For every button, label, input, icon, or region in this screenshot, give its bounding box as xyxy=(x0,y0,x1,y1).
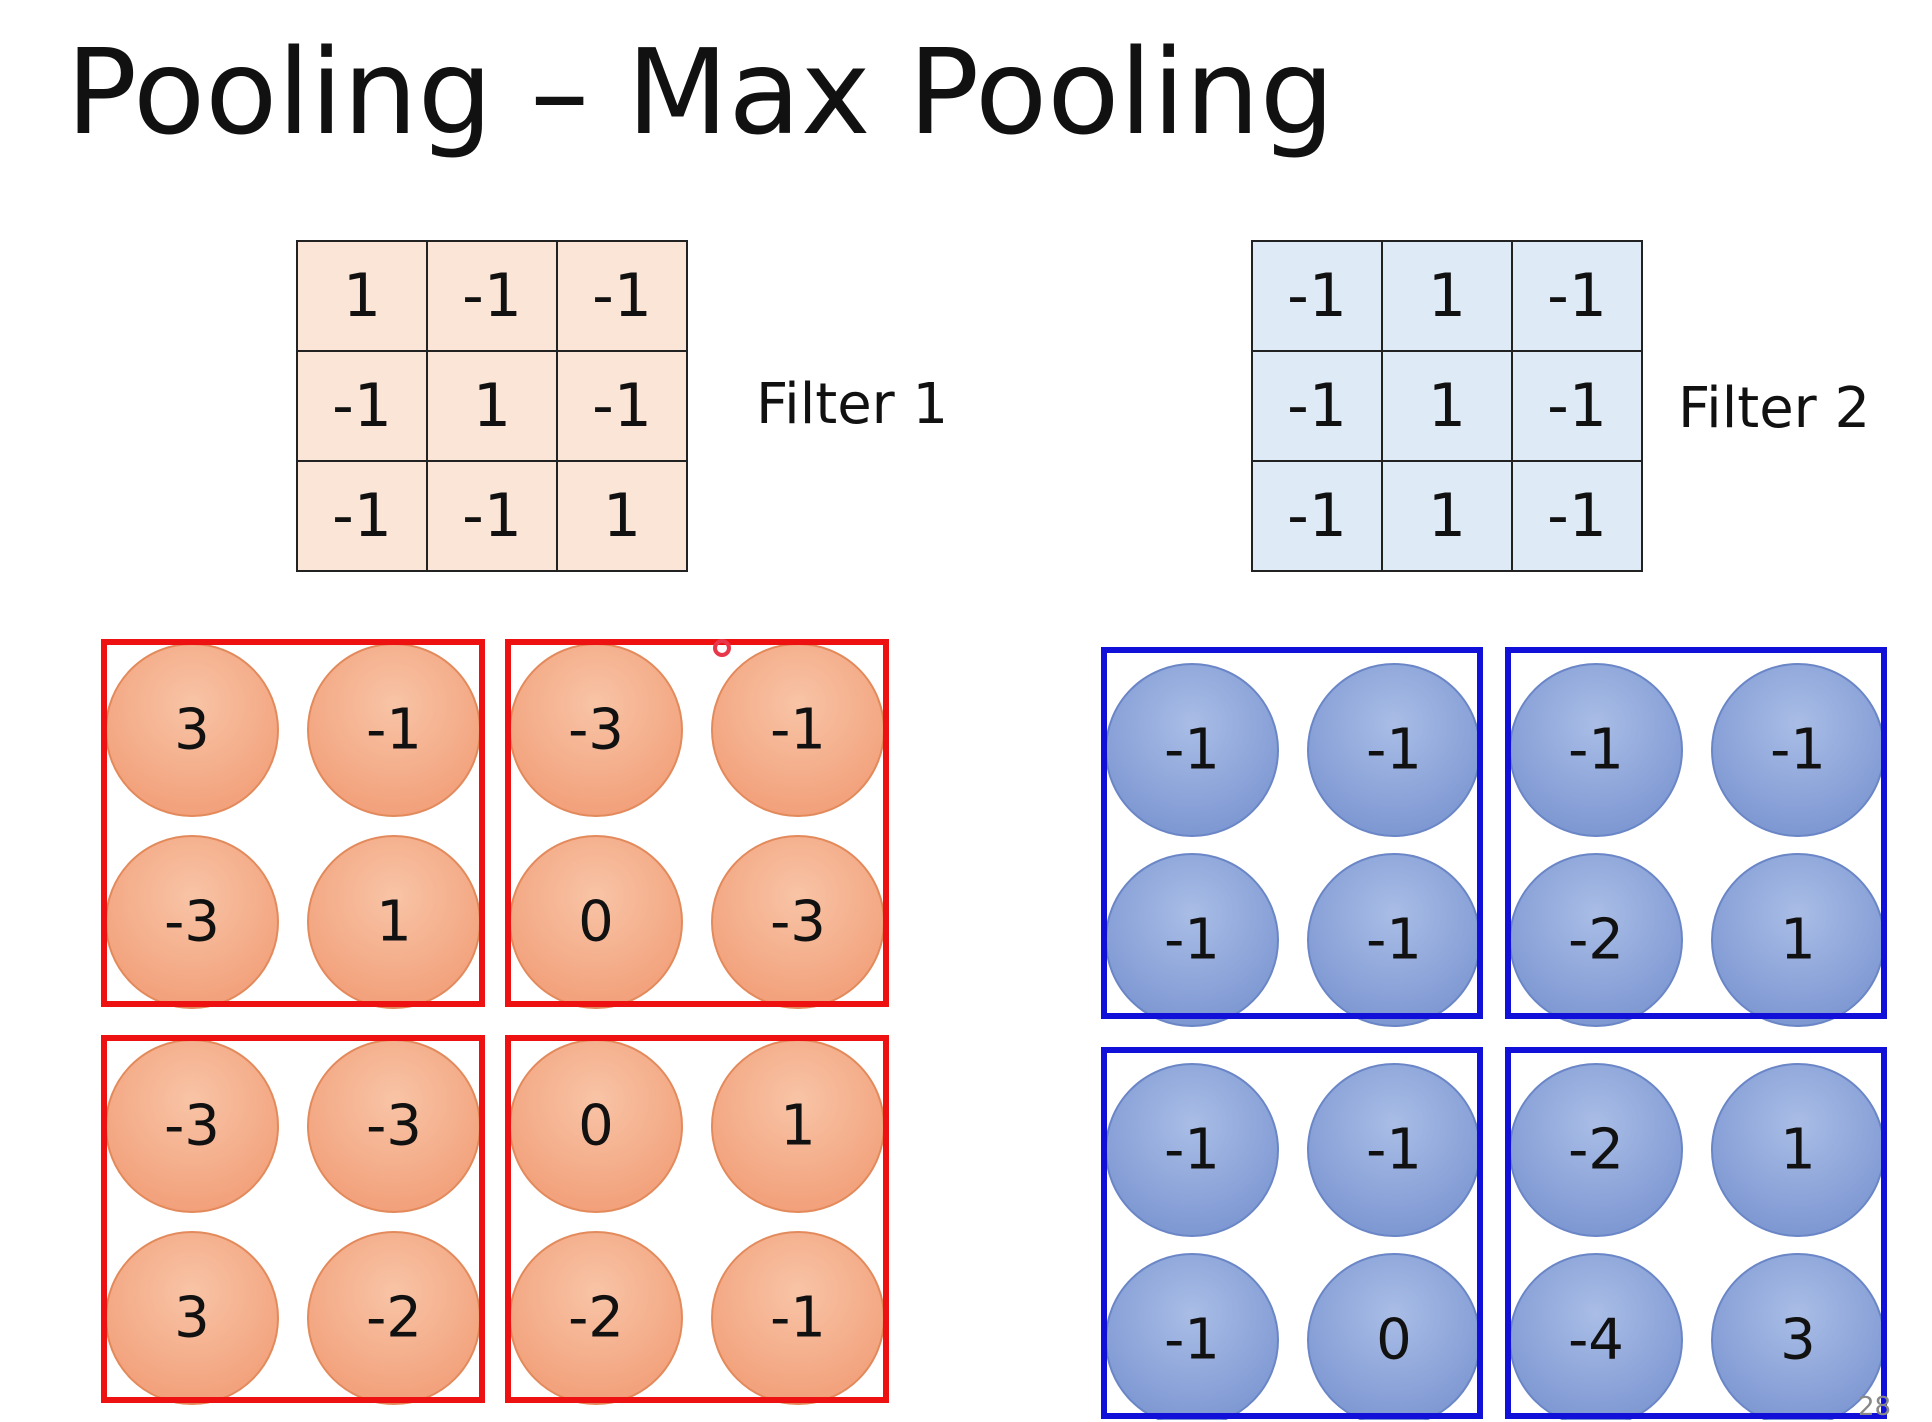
cursor-marker-icon xyxy=(713,639,731,657)
feature-map-filter-1: 3 -1 -3 1 -3 -1 0 -3 -3 -3 3 -2 0 1 -2 -1 xyxy=(101,639,889,1405)
feature-value: -3 xyxy=(770,890,826,955)
filter-2-cell: 1 xyxy=(1381,460,1513,572)
filter-1-matrix: 1 -1 -1 -1 1 -1 -1 -1 1 xyxy=(296,240,688,572)
filter-2-cell: 1 xyxy=(1381,240,1513,352)
feature-value: -1 xyxy=(1366,908,1422,973)
filter-1-cell: -1 xyxy=(296,350,428,462)
pooling-window xyxy=(1101,647,1483,1019)
feature-value: -2 xyxy=(1568,908,1624,973)
filter-1-cell: -1 xyxy=(556,350,688,462)
feature-value: -1 xyxy=(1770,718,1826,783)
filter-1-cell: -1 xyxy=(426,240,558,352)
feature-value: -1 xyxy=(366,698,422,763)
slide-title: Pooling – Max Pooling xyxy=(66,23,1335,161)
pooling-window xyxy=(1505,647,1887,1019)
filter-1-cell: 1 xyxy=(296,240,428,352)
feature-value: -1 xyxy=(1366,718,1422,783)
filter-2-cell: 1 xyxy=(1381,350,1513,462)
feature-value: 3 xyxy=(174,698,210,763)
pooling-window xyxy=(505,639,889,1007)
feature-value: 1 xyxy=(376,890,412,955)
filter-2-cell: -1 xyxy=(1251,240,1383,352)
feature-value: -1 xyxy=(1164,718,1220,783)
feature-value: -1 xyxy=(770,698,826,763)
filter-2-cell: -1 xyxy=(1511,240,1643,352)
filter-1-cell: -1 xyxy=(296,460,428,572)
feature-value: 1 xyxy=(1780,908,1816,973)
filter-2-label: Filter 2 xyxy=(1678,376,1871,441)
filter-1-cell: 1 xyxy=(426,350,558,462)
filter-1-cell: 1 xyxy=(556,460,688,572)
feature-value: 0 xyxy=(578,890,614,955)
page-number: 28 xyxy=(1858,1392,1892,1422)
feature-value: -1 xyxy=(1164,1118,1220,1183)
filter-1-cell: -1 xyxy=(426,460,558,572)
feature-value: -2 xyxy=(568,1286,624,1351)
feature-value: 3 xyxy=(1780,1308,1816,1373)
feature-value: 0 xyxy=(1376,1308,1412,1373)
filter-2-cell: -1 xyxy=(1511,350,1643,462)
filter-1-label: Filter 1 xyxy=(756,372,949,437)
feature-value: -4 xyxy=(1568,1308,1624,1373)
feature-value: 0 xyxy=(578,1094,614,1159)
feature-value: -3 xyxy=(568,698,624,763)
pooling-window xyxy=(101,639,485,1007)
feature-value: -3 xyxy=(366,1094,422,1159)
filter-2-matrix: -1 1 -1 -1 1 -1 -1 1 -1 xyxy=(1251,240,1643,572)
feature-value: 1 xyxy=(780,1094,816,1159)
pooling-window xyxy=(1101,1047,1483,1419)
feature-value: -1 xyxy=(770,1286,826,1351)
feature-map-filter-2: -1 -1 -1 -1 -1 -1 -2 1 -1 -1 -1 0 -2 1 -4 3 xyxy=(1101,647,1887,1420)
feature-value: 1 xyxy=(1780,1118,1816,1183)
feature-value: -2 xyxy=(366,1286,422,1351)
filter-1-cell: -1 xyxy=(556,240,688,352)
pooling-window xyxy=(101,1035,485,1403)
pooling-window xyxy=(1505,1047,1887,1419)
feature-value: -3 xyxy=(164,1094,220,1159)
filter-2-cell: -1 xyxy=(1511,460,1643,572)
feature-value: -1 xyxy=(1164,1308,1220,1373)
pooling-window xyxy=(505,1035,889,1403)
feature-value: -1 xyxy=(1164,908,1220,973)
feature-value: -2 xyxy=(1568,1118,1624,1183)
filter-2-cell: -1 xyxy=(1251,350,1383,462)
feature-value: -3 xyxy=(164,890,220,955)
filter-2-cell: -1 xyxy=(1251,460,1383,572)
feature-value: -1 xyxy=(1366,1118,1422,1183)
feature-value: -1 xyxy=(1568,718,1624,783)
feature-value: 3 xyxy=(174,1286,210,1351)
